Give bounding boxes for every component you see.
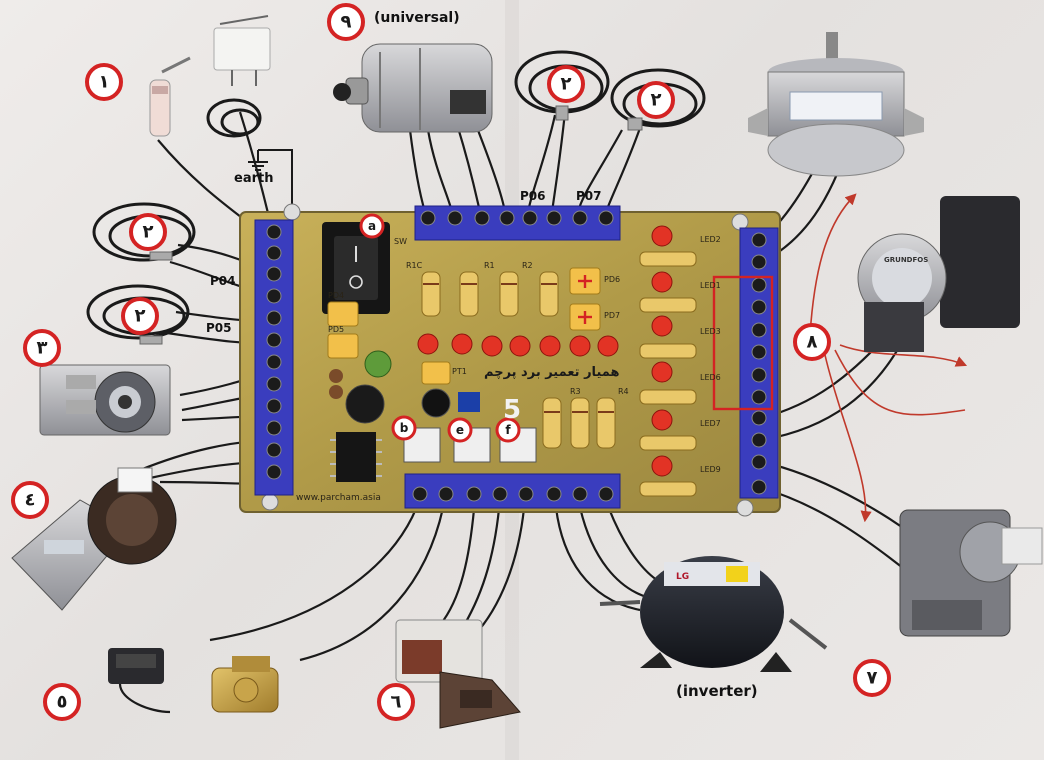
badge-2-top-2 [637, 81, 675, 119]
badge-3-label: ٣ [37, 338, 48, 359]
led2-label: LED2 [700, 235, 721, 244]
inverter-label: (inverter) [676, 682, 758, 700]
letter-badge-f [495, 417, 521, 443]
r2-label: R2 [522, 261, 533, 270]
board-number: 5 [503, 395, 521, 425]
badge-2-label: ٢ [561, 74, 572, 95]
badge-7 [853, 659, 891, 697]
badge-3 [23, 329, 61, 367]
badge-8 [793, 323, 831, 361]
flow-sensor-1 [108, 648, 171, 714]
pd6-label: PD6 [604, 275, 620, 284]
p07-label: P07 [576, 189, 602, 203]
badge-2-left-2 [121, 297, 159, 335]
badge-2-top-1 [547, 65, 585, 103]
badge-1 [85, 63, 123, 101]
board-title: همیار تعمیر برد پرچم [484, 365, 619, 380]
badge-2-label: ٢ [135, 306, 146, 327]
badge-8-label: ٨ [807, 332, 818, 353]
highlight-box [712, 275, 774, 411]
pump-brand: GRUNDFOS [884, 256, 928, 264]
ignition-electrode [149, 15, 271, 138]
badge-2-left-1 [129, 213, 167, 251]
p04-label: P04 [210, 274, 236, 288]
letter-e: e [456, 423, 464, 437]
badge-5 [43, 683, 81, 721]
led9-label: LED9 [700, 465, 721, 474]
earth-symbol [248, 150, 268, 171]
door-lock [395, 619, 521, 729]
universal-label: (universal) [374, 10, 460, 26]
letter-badge-b [391, 415, 417, 441]
website-label: www.parcham.asia [296, 493, 381, 503]
fan-motor [748, 32, 924, 177]
pd4-label: PD4 [328, 291, 344, 300]
letter-badge-a [359, 213, 385, 239]
r4-label: R4 [618, 387, 629, 396]
pt1-label: PT1 [452, 367, 467, 376]
letter-a: a [368, 219, 376, 233]
flow-sensor-2 [211, 656, 279, 713]
control-board [239, 203, 781, 517]
badge-1-label: ١ [99, 72, 110, 93]
compressor [599, 556, 828, 672]
universal-motor [333, 43, 493, 133]
p06-label: P06 [520, 189, 546, 203]
compressor-brand: LG [676, 572, 689, 582]
earth-label: earth [234, 171, 273, 186]
r3-label: R3 [570, 387, 581, 396]
drain-pump [899, 509, 1043, 637]
letter-b: b [400, 421, 409, 435]
terminal-top [414, 205, 621, 241]
badge-6 [377, 683, 415, 721]
badge-7-label: ٧ [867, 668, 878, 689]
temp-sensor-top-2 [610, 68, 706, 131]
badge-9-label: ٩ [341, 12, 352, 33]
component-3 [39, 364, 171, 436]
r1-label: R1 [484, 261, 495, 270]
circulation-pump [857, 196, 1020, 352]
badge-2-label: ٢ [143, 222, 154, 243]
letter-f: f [505, 423, 511, 437]
p05-label: P05 [206, 321, 232, 335]
badge-5-label: ٥ [57, 692, 68, 713]
badge-6-label: ٦ [391, 692, 402, 713]
pd5-label: PD5 [328, 325, 344, 334]
led1-label: LED1 [700, 281, 721, 290]
badge-9 [327, 3, 365, 41]
badge-4-label: ٤ [25, 490, 36, 511]
terminal-bottom [404, 473, 621, 509]
pd7-label: PD7 [604, 311, 620, 320]
ic-chip [336, 432, 376, 482]
r1c-label: R1C [406, 261, 423, 270]
led6-label: LED6 [700, 373, 721, 382]
letter-badge-e [447, 417, 473, 443]
led3-label: LED3 [700, 327, 721, 336]
component-4 [11, 467, 177, 611]
badge-2-label: ٢ [651, 90, 662, 111]
led7-label: LED7 [700, 419, 721, 428]
sw-label: SW [394, 237, 407, 246]
badge-4 [11, 481, 49, 519]
